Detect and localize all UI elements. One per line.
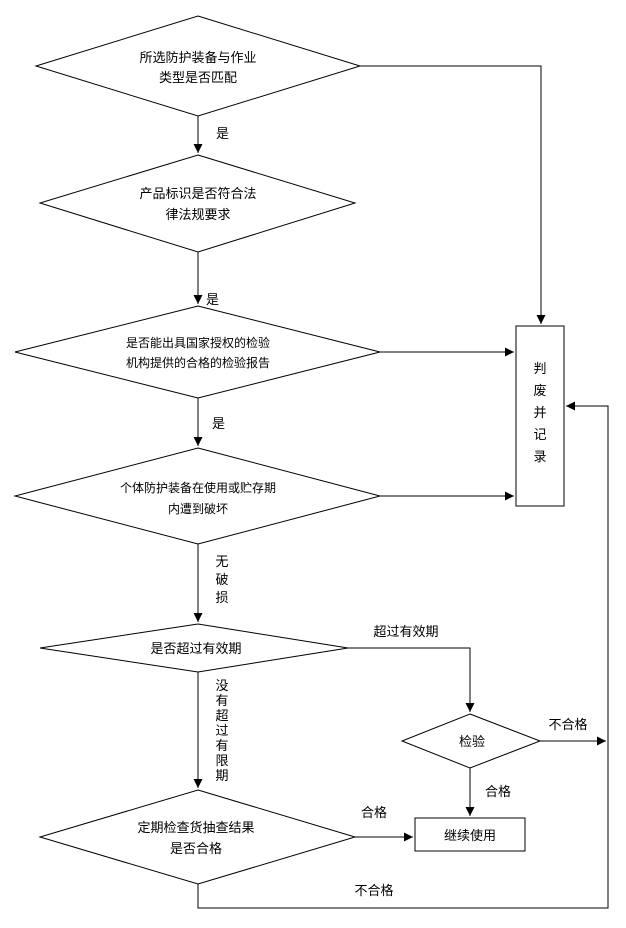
decision-inspection-report: 是否能出具国家授权的检验 机构提供的合格的检验报告: [14, 305, 381, 399]
connector-d6-fail-return: [197, 401, 609, 909]
inspect-label: 检验: [459, 734, 485, 750]
decision-expiry-check: 是否超过有效期: [39, 623, 349, 673]
edge-label-check-pass: 合格: [361, 805, 387, 821]
decision-2-line-1: 产品标识是否符合法: [139, 186, 256, 202]
edge-label-yes-2: 是: [206, 293, 219, 308]
edge-label-no-damage: 无 破 损: [215, 555, 228, 606]
no-damage-char-1: 无: [215, 555, 228, 570]
decision-1-line-2: 类型是否匹配: [159, 71, 237, 86]
no-damage-char-3: 损: [215, 591, 228, 606]
decision-1-line-1: 所选防护装备与作业: [139, 50, 256, 66]
edge-label-yes-3: 是: [212, 417, 225, 432]
edge-label-check-fail: 不合格: [354, 883, 393, 899]
decision-inspect: 检验: [400, 713, 542, 769]
decision-product-label-compliance: 产品标识是否符合法 律法规要求: [38, 154, 357, 253]
decision-equipment-type-match: 所选防护装备与作业 类型是否匹配: [34, 15, 362, 117]
decision-6-line-2: 是否合格: [170, 841, 222, 857]
connector-d1-to-reject: [360, 65, 546, 324]
reject-char-4: 记: [533, 428, 546, 443]
decision-3-line-2: 机构提供的合格的检验报告: [126, 355, 270, 370]
decision-2-line-2: 律法规要求: [165, 208, 230, 223]
not-expired-char-4: 过: [215, 724, 228, 739]
reject-char-2: 废: [533, 383, 546, 399]
edge-label-not-expired: 没 有 超 过 有 限 期: [215, 679, 228, 784]
edge-label-yes-1: 是: [216, 127, 229, 142]
not-expired-char-6: 限: [215, 754, 228, 769]
decision-damage-check: 个体防护装备在使用或贮存期 内遭到破坏: [13, 447, 382, 545]
decision-6-line-1: 定期检查货抽查结果: [137, 820, 254, 836]
edge-label-expired: 超过有效期: [373, 625, 438, 640]
decision-periodic-inspection: 定期检查货抽查结果 是否合格: [38, 789, 357, 885]
decision-5-line-1: 是否超过有效期: [150, 642, 241, 657]
decision-4-line-2: 内遭到破坏: [168, 501, 228, 516]
not-expired-char-5: 有: [215, 739, 228, 754]
connector-d5-to-inspect: [348, 647, 475, 712]
edge-label-inspect-fail: 不合格: [548, 717, 587, 733]
reject-char-5: 录: [533, 450, 546, 465]
continue-label: 继续使用: [444, 828, 496, 844]
process-reject-and-record: 判 废 并 记 录: [515, 325, 565, 507]
not-expired-char-3: 超: [215, 709, 228, 724]
process-continue-use: 继续使用: [414, 817, 526, 852]
not-expired-char-1: 没: [215, 679, 228, 694]
no-damage-char-2: 破: [215, 573, 228, 588]
reject-char-3: 并: [533, 406, 546, 421]
decision-4-line-1: 个体防护装备在使用或贮存期: [120, 480, 276, 495]
not-expired-char-2: 有: [215, 694, 228, 709]
reject-char-1: 判: [533, 362, 546, 377]
edge-label-inspect-pass: 合格: [485, 784, 511, 800]
not-expired-char-7: 期: [215, 769, 228, 784]
decision-3-line-1: 是否能出具国家授权的检验: [126, 335, 270, 350]
